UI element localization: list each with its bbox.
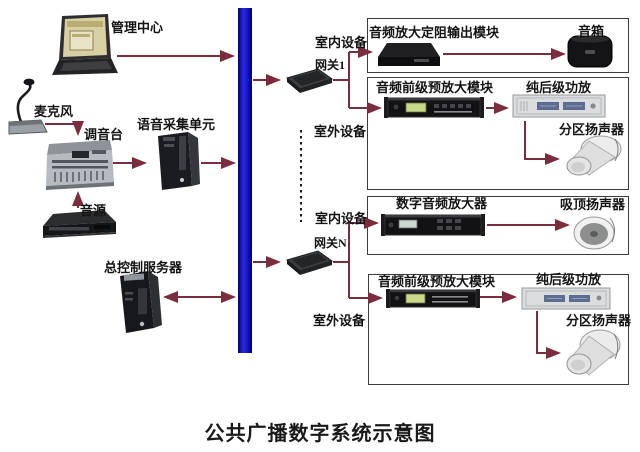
digital-amplifier-rack-icon [381,214,485,236]
label-zone-speaker-2: 分区扬声器 [566,313,632,328]
preamp-module-rack-icon-2 [386,289,480,308]
label-constant-impedance-module: 音频放大定阻输出模块 [369,25,500,40]
label-box-speaker: 音箱 [578,24,605,39]
power-amplifier-rack-icon-1 [512,94,606,118]
zone-horn-speaker-icon-2 [566,329,621,376]
constant-impedance-module-icon [378,43,440,66]
label-power-amplifier-1: 纯后级功放 [526,80,592,95]
label-gateway-1: 网关1 [315,58,346,72]
box-speaker-icon [567,35,613,68]
mixing-console-icon [46,140,114,190]
label-digital-amplifier: 数字音频放大器 [396,196,488,211]
label-indoor-devices-1: 室内设备 [315,35,368,50]
label-management-center: 管理中心 [111,20,164,35]
zone-horn-speaker-icon-1 [566,135,622,176]
label-preamp-module-1: 音频前级预放大模块 [376,80,494,95]
label-gateway-n: 网关N [314,236,347,250]
label-preamp-module-2: 音频前级预放大模块 [378,274,496,289]
gateway-n-router-icon [285,250,334,275]
label-voice-collection-unit: 语音采集单元 [137,117,216,132]
main-control-server-icon [120,271,162,333]
outdoor-group-box-1 [367,77,629,190]
label-main-control-server: 总控制服务器 [104,260,183,275]
label-power-amplifier-2: 纯后级功放 [536,272,602,287]
audio-source-player-icon [43,210,116,238]
ceiling-speaker-icon [573,216,616,250]
power-amplifier-rack-icon-2 [521,287,611,310]
voice-collection-unit-icon [158,132,200,190]
microphone-icon [8,78,48,135]
label-indoor-devices-2: 室内设备 [315,211,368,226]
label-outdoor-devices-2: 室外设备 [313,313,366,328]
network-backbone-bar [238,8,252,353]
label-audio-source: 音源 [80,203,107,218]
label-ceiling-speaker: 吸顶扬声器 [560,197,626,212]
label-microphone: 麦克风 [34,104,74,119]
gateway-1-router-icon [285,68,334,93]
label-mixer: 调音台 [84,127,124,142]
label-zone-speaker-1: 分区扬声器 [559,122,625,137]
indoor-group-box-1 [367,18,629,73]
laptop-icon [52,14,118,75]
label-outdoor-devices-1: 室外设备 [314,124,367,139]
preamp-module-rack-icon-1 [384,97,484,118]
diagram-title: 公共广播数字系统示意图 [204,423,436,445]
outdoor-group-box-2 [368,274,629,385]
